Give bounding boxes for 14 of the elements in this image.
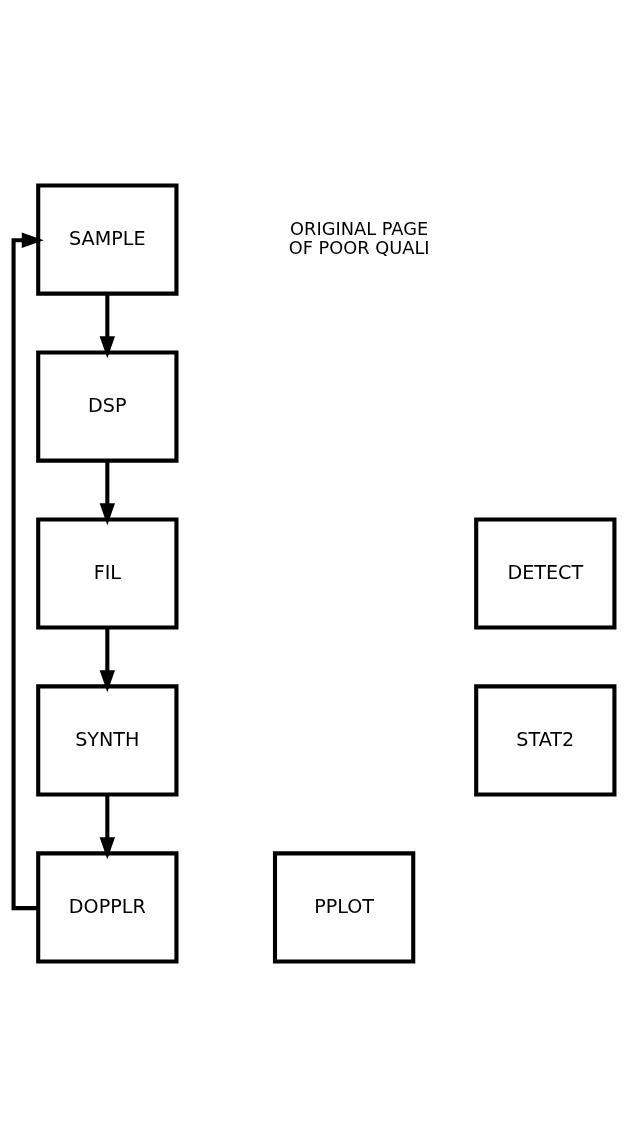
label: ORIGINAL PAGE [290,217,429,239]
node-box: PPLOT [272,851,416,964]
arrow [99,460,115,526]
node-box: SAMPLE [36,183,179,296]
arrow [99,293,115,359]
label: OF POOR QUALI [288,236,430,258]
arrow [99,627,115,693]
node-box: STAT2 [474,684,617,797]
node-box: FIL [36,517,179,630]
node-box: DOPPLR [36,851,179,964]
node-box: DETECT [474,517,617,630]
node-box: DSP [36,350,179,463]
node-box: SYNTH [36,684,179,797]
arrow [99,794,115,860]
